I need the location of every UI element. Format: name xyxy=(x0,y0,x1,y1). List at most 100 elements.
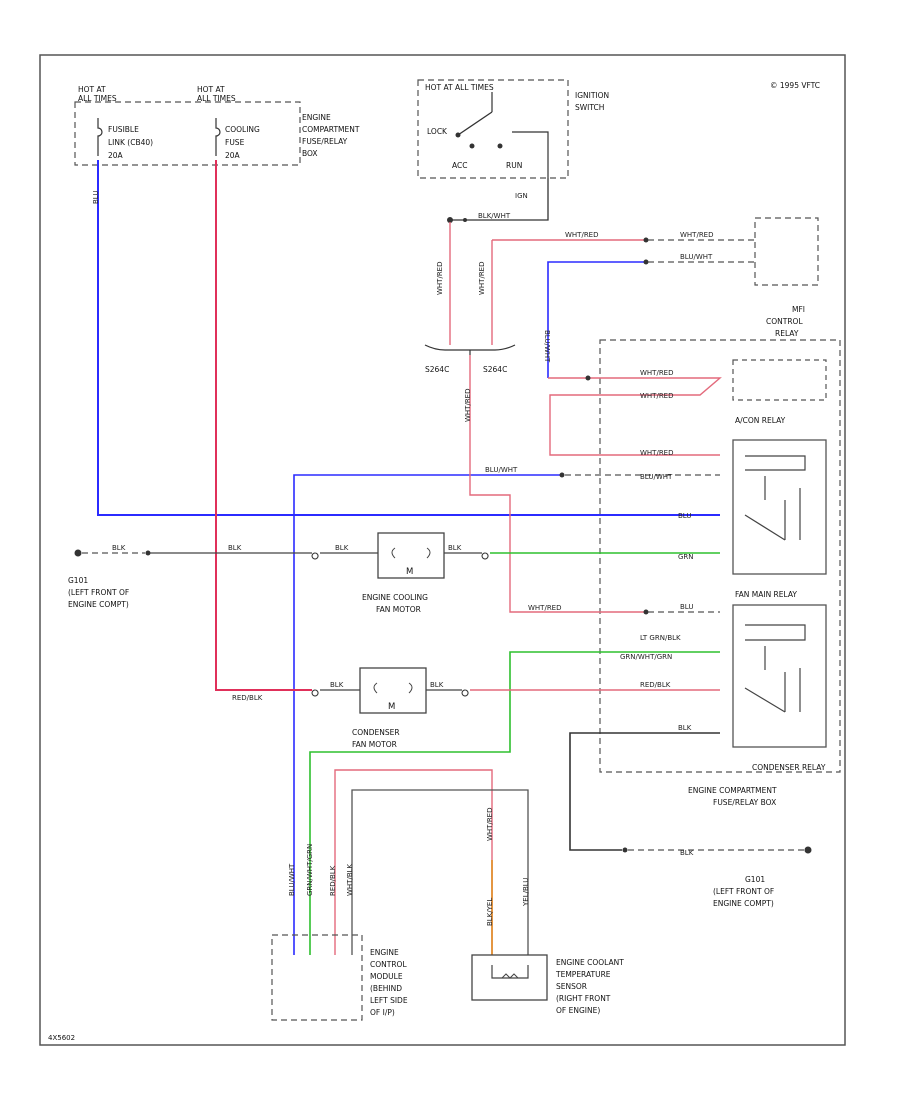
wire-label-wht-red-relay2: WHT/RED xyxy=(640,392,674,400)
ignition-title-line2: SWITCH xyxy=(575,103,604,112)
fan-relay-label: FAN MAIN RELAY xyxy=(735,590,797,599)
ground-left-line2: ENGINE COMPT) xyxy=(68,600,129,609)
wire-label-wht-red-s: WHT/RED xyxy=(464,389,472,423)
fuse-left-hot-line2: ALL TIMES xyxy=(78,94,117,103)
fan-motor-line1: ENGINE COOLING xyxy=(362,593,428,602)
sensor-line1: ENGINE COOLANT xyxy=(556,958,624,967)
fuse-right-amps: 20A xyxy=(225,151,241,160)
fuse-right-hot-line1: HOT AT xyxy=(197,85,225,94)
cond-relay-label: CONDENSER RELAY xyxy=(752,763,826,772)
wire-label-blu-wht-v: BLU/WHT xyxy=(640,473,673,481)
cond-motor-symbol: M xyxy=(388,702,395,712)
sensor-line5: OF ENGINE) xyxy=(556,1006,600,1015)
wire-label-ecm-2: GRN/WHT/GRN xyxy=(306,844,314,896)
fuse-left-symbol xyxy=(97,118,103,156)
wire-label-blk-fan-out: BLK xyxy=(448,544,462,552)
ground-left-id: G101 xyxy=(68,576,88,585)
splice-right-label: S264C xyxy=(483,365,507,374)
ecm-line2: CONTROL xyxy=(370,960,407,969)
fuse-right-hot-line2: ALL TIMES xyxy=(197,94,236,103)
sensor-line4: (RIGHT FRONT xyxy=(556,994,611,1003)
wire-label-red-blk-cond2: RED/BLK xyxy=(640,681,671,689)
fuse-left-name-line2: LINK (CB40) xyxy=(108,138,153,147)
ignition-title-line1: IGNITION xyxy=(575,91,609,100)
box-bottom-line1: ENGINE COMPARTMENT xyxy=(688,786,777,795)
splice-left-label: S264C xyxy=(425,365,449,374)
wire-label-wht-red-v1: WHT/RED xyxy=(436,262,444,296)
wire-label-blu-acon: BLU xyxy=(678,512,691,520)
fuse-left-amps: 20A xyxy=(108,151,124,160)
wire-grn-ecm xyxy=(309,651,720,955)
mfi-relay-line2: CONTROL xyxy=(766,317,803,326)
ignition-contact-arm xyxy=(457,111,493,136)
wire-label-wht-red-v2: WHT/RED xyxy=(478,262,486,296)
wire-label-blk-bottom: BLK xyxy=(678,724,692,732)
ignition-run-label: RUN xyxy=(506,161,522,170)
wire-label-blk-g101-r: BLK xyxy=(680,849,694,857)
fan-motor-box xyxy=(377,532,445,579)
ignition-terminal: IGN xyxy=(515,192,528,200)
wire-label-blu-wht-acon: BLU/WHT xyxy=(485,466,518,474)
wire-label-ecm-4: WHT/BLK xyxy=(346,863,354,896)
wire-label-wht-red-fan: WHT/RED xyxy=(528,604,562,612)
footer-code: 4X5602 xyxy=(48,1034,75,1042)
wire-label-sensor-3: YEL/BLU xyxy=(522,878,530,907)
wire-red-blk-fuse xyxy=(215,160,312,691)
ecm-line3: MODULE xyxy=(370,972,403,981)
mfi-relay-line1: MFI xyxy=(792,305,805,314)
wire-blu-fuse xyxy=(97,160,720,516)
wire-label-red-blk-cond: RED/BLK xyxy=(232,694,263,702)
wire-label-ecm-1: BLU/WHT xyxy=(288,863,296,896)
wire-label-sensor-2: BLK/YEL xyxy=(486,898,494,926)
fuse-right-name-line1: COOLING xyxy=(225,125,260,134)
ground-right-line2: ENGINE COMPT) xyxy=(713,899,774,908)
fuse-left-name-line1: FUSIBLE xyxy=(108,125,139,134)
wire-label-blk-wht: BLK/WHT xyxy=(478,212,511,220)
wire-label-blk-g101: BLK xyxy=(112,544,126,552)
box-title-line3: FUSE/RELAY xyxy=(302,137,348,146)
wire-blu-wht-acon xyxy=(293,474,560,955)
wire-label-blk-fan-l: BLK xyxy=(228,544,242,552)
box-title-line2: COMPARTMENT xyxy=(302,125,360,134)
fuse-right-name-line2: FUSE xyxy=(225,138,245,147)
ground-left-line1: (LEFT FRONT OF xyxy=(68,588,129,597)
engine-fuse-relay-box xyxy=(599,339,841,773)
ecm-line4: (BEHIND xyxy=(370,984,402,993)
wire-label-lt-grn-blk: LT GRN/BLK xyxy=(640,634,681,642)
ignition-hot-label: HOT AT ALL TIMES xyxy=(425,83,494,92)
mfi-relay-line3: RELAY xyxy=(775,329,799,338)
wire-label-blu-fuse: BLU xyxy=(92,191,100,204)
wire-label-wht-red-top: WHT/RED xyxy=(565,231,599,239)
splice-symbol xyxy=(424,344,516,351)
ground-right-dot xyxy=(804,846,812,854)
wire-blk-bottom xyxy=(569,732,720,851)
sensor-line2: TEMPERATURE xyxy=(555,970,611,979)
wire-wht-red-fan xyxy=(469,355,645,613)
wire-label-blk-fan-r: BLK xyxy=(335,544,349,552)
wire-label-wht-red-mfi1: WHT/RED xyxy=(680,231,714,239)
acon-relay-box xyxy=(732,439,827,575)
ground-right-line1: (LEFT FRONT OF xyxy=(713,887,774,896)
box-bottom-line2: FUSE/RELAY BOX xyxy=(713,798,776,807)
mfi-relay-box xyxy=(754,217,819,286)
ecm-line6: OF I/P) xyxy=(370,1008,395,1017)
acon-relay-label: A/CON RELAY xyxy=(735,416,786,425)
ecm-line5: LEFT SIDE xyxy=(370,996,408,1005)
ecm-box xyxy=(271,934,363,1021)
fuse-box-top-left: HOT AT ALL TIMES FUSIBLE LINK (CB40) 20A… xyxy=(74,85,360,166)
fuse-left-hot-line1: HOT AT xyxy=(78,85,106,94)
sensor-box xyxy=(471,954,548,1001)
ignition-switch: HOT AT ALL TIMES IGNITION SWITCH LOCK AC… xyxy=(417,79,609,215)
wire-label-blk-cond-r: BLK xyxy=(330,681,344,689)
wire-red-blk-ecm xyxy=(334,769,493,955)
fan-motor-line2: FAN MOTOR xyxy=(376,605,421,614)
ecm-line1: ENGINE xyxy=(370,948,399,957)
wire-wht-red-relay1 xyxy=(548,377,722,456)
wire-label-grn-acon: GRN xyxy=(678,553,694,561)
cond-motor-line1: CONDENSER xyxy=(352,728,400,737)
box-title-line4: BOX xyxy=(302,149,318,158)
diagram-frame xyxy=(39,54,846,1046)
wire-label-blu-wht-top: BLU/WHT xyxy=(680,253,713,261)
fan-motor-symbol: M xyxy=(406,567,413,577)
